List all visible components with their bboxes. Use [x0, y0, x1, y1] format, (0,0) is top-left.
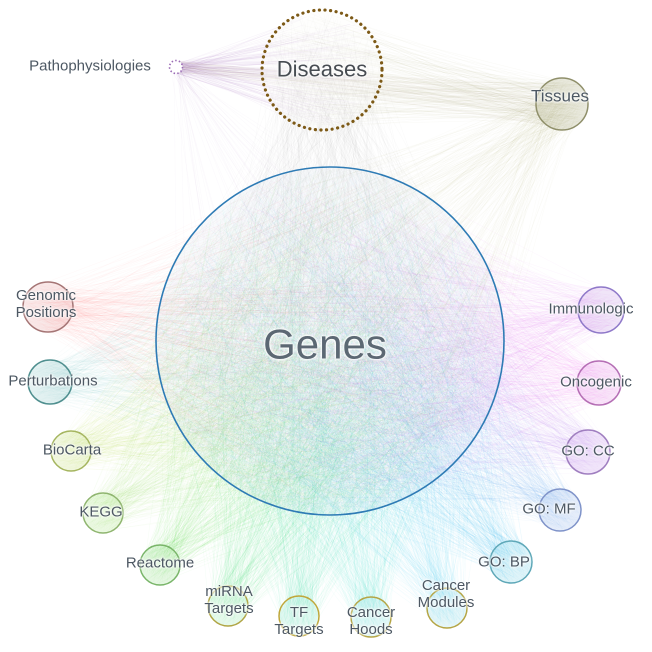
- node-cancer_modules[interactable]: [426, 587, 468, 629]
- edge-bundle-diseases-tissues: [264, 13, 587, 130]
- edge-bundle-tissues-genes: [164, 78, 586, 503]
- edge-layer: [23, 10, 623, 637]
- edge-bundle-tf_targets-genes: [156, 174, 504, 636]
- node-tissues[interactable]: [535, 77, 589, 131]
- edge-bundle-pathophysiologies-diseases: [170, 15, 377, 128]
- node-tf_targets[interactable]: [278, 595, 320, 637]
- edge-bundle-mirna_targets-genes: [159, 173, 500, 626]
- node-layer: [22, 8, 625, 638]
- node-go_mf[interactable]: [538, 488, 582, 532]
- node-go_cc[interactable]: [565, 429, 611, 475]
- node-kegg[interactable]: [82, 492, 124, 534]
- node-diseases[interactable]: [260, 8, 384, 132]
- edge-bundle-cancer_modules-genes: [161, 172, 504, 626]
- edge-bundle-genomic_positions-genes: [23, 171, 503, 516]
- edge-bundle-pathophysiologies-tissues: [170, 60, 588, 128]
- edge-bundle-pathophysiologies-genes: [169, 60, 469, 487]
- node-biocarta[interactable]: [50, 430, 92, 472]
- node-genomic_positions[interactable]: [22, 281, 74, 333]
- node-oncogenic[interactable]: [576, 360, 622, 406]
- node-pathophysiologies[interactable]: [168, 59, 184, 75]
- node-reactome[interactable]: [139, 544, 181, 586]
- edge-bundle-immunologic-genes: [159, 177, 623, 513]
- node-immunologic[interactable]: [577, 286, 625, 334]
- node-perturbations[interactable]: [27, 359, 73, 405]
- edge-bundle-go_bp-genes: [161, 170, 532, 584]
- edge-bundle-oncogenic-genes: [158, 179, 621, 507]
- edge-bundle-kegg-genes: [83, 170, 493, 533]
- node-cancer_hoods[interactable]: [350, 596, 392, 638]
- edge-bundle-perturbations-genes: [28, 170, 499, 509]
- edge-bundle-biocarta-genes: [51, 169, 500, 506]
- edge-bundle-cancer_hoods-genes: [158, 170, 495, 637]
- node-go_bp[interactable]: [489, 540, 533, 584]
- edge-bundle-reactome-genes: [140, 170, 485, 585]
- node-genes[interactable]: [155, 166, 505, 516]
- edge-bundle-go_mf-genes: [159, 172, 581, 530]
- edge-bundle-go_cc-genes: [156, 172, 610, 511]
- node-mirna_targets[interactable]: [207, 585, 249, 627]
